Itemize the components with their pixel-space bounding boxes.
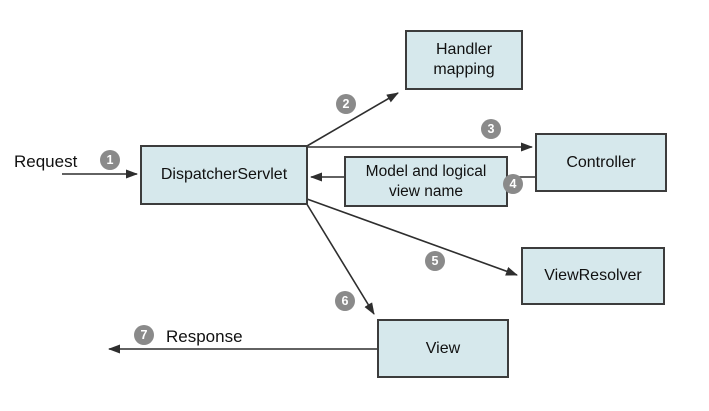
step-badge-1: 1 bbox=[100, 150, 120, 170]
node-handler-mapping-label: Handler mapping bbox=[433, 41, 495, 78]
step-badge-6-number: 6 bbox=[341, 294, 349, 308]
step-badge-2: 2 bbox=[336, 94, 356, 114]
node-controller: Controller bbox=[535, 133, 667, 192]
step-badge-1-number: 1 bbox=[106, 153, 114, 167]
node-model-and-logical-view-name: Model and logical view name bbox=[344, 156, 508, 207]
node-view-resolver-label: ViewResolver bbox=[544, 267, 642, 284]
step-badge-2-number: 2 bbox=[342, 97, 350, 111]
step-badge-7-number: 7 bbox=[140, 328, 148, 342]
step-badge-4: 4 bbox=[503, 174, 523, 194]
step-badge-3-number: 3 bbox=[487, 122, 495, 136]
arrow-step-2-to-handler-mapping bbox=[306, 92, 399, 147]
node-view-resolver: ViewResolver bbox=[521, 247, 665, 305]
request-label: Request bbox=[14, 152, 78, 171]
step-badge-5-number: 5 bbox=[431, 254, 439, 268]
node-handler-mapping: Handler mapping bbox=[405, 30, 523, 90]
step-badge-5: 5 bbox=[425, 251, 445, 271]
node-view-label: View bbox=[425, 339, 461, 357]
arrow-step-6-to-view bbox=[304, 200, 375, 315]
node-model-and-logical-view-name-label: Model and logical view name bbox=[365, 163, 487, 200]
step-badge-7: 7 bbox=[134, 325, 154, 345]
step-badge-6: 6 bbox=[335, 291, 355, 311]
response-label: Response bbox=[166, 327, 243, 346]
step-badge-3: 3 bbox=[481, 119, 501, 139]
node-dispatcher-servlet-label: DispatcherServlet bbox=[160, 166, 288, 183]
node-controller-label: Controller bbox=[566, 153, 636, 171]
step-badge-4-number: 4 bbox=[509, 177, 517, 191]
node-view: View bbox=[377, 319, 509, 378]
arrow-step-5-to-view-resolver bbox=[306, 198, 518, 276]
node-dispatcher-servlet: DispatcherServlet bbox=[140, 145, 308, 205]
